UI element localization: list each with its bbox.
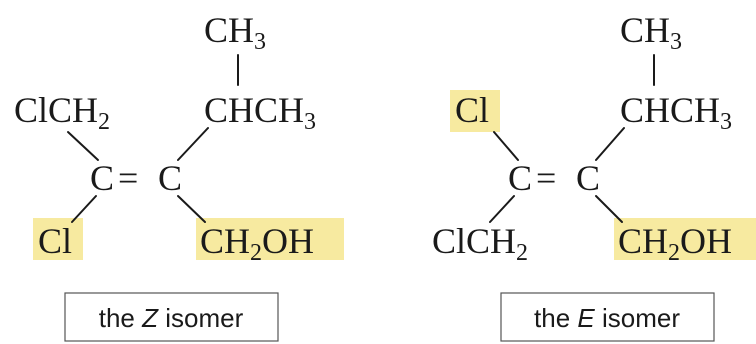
z-top-group: CH3 — [204, 10, 266, 55]
z-bond-lower-left — [71, 195, 97, 223]
e-bond-lower-left — [489, 195, 515, 223]
e-cl-highlight — [450, 90, 500, 132]
e-caption-box — [500, 292, 715, 342]
z-lower-left-group: Cl — [38, 221, 72, 261]
e-upper-left-group: Cl — [455, 90, 489, 130]
e-double-bond: = — [536, 158, 556, 198]
z-lower-right-group: CH2OH — [200, 221, 314, 266]
e-lower-right-group: CH2OH — [618, 221, 732, 266]
z-left-carbon: C — [90, 158, 114, 198]
z-caption-box — [64, 292, 279, 342]
e-bond-upper-right — [595, 127, 625, 161]
z-right-carbon: C — [158, 158, 182, 198]
z-caption: the Z isomer — [99, 303, 244, 333]
e-bond-lower-right — [595, 195, 623, 223]
e-left-carbon: C — [508, 158, 532, 198]
z-double-bond: = — [118, 158, 138, 198]
z-cl-highlight — [33, 218, 83, 260]
e-upper-right-group: CHCH3 — [620, 90, 732, 135]
z-upper-right-group: CHCH3 — [204, 90, 316, 135]
z-bond-upper-left — [67, 131, 99, 161]
e-caption: the E isomer — [534, 303, 680, 333]
z-bond-upper-right — [177, 127, 209, 161]
e-ch2oh-highlight — [614, 218, 756, 260]
z-ch2oh-highlight — [196, 218, 344, 260]
e-lower-left-group: ClCH2 — [432, 221, 528, 266]
e-bond-upper-left — [493, 131, 519, 161]
z-upper-left-group: ClCH2 — [14, 90, 110, 135]
z-isomer-structure: CH3 ClCH2 CHCH3 C = C Cl CH2OH the Z iso… — [14, 10, 344, 342]
z-bond-lower-right — [177, 195, 206, 223]
e-isomer-structure: CH3 Cl CHCH3 C = C ClCH2 CH2OH the E iso… — [432, 10, 756, 342]
e-top-group: CH3 — [620, 10, 682, 55]
e-right-carbon: C — [576, 158, 600, 198]
